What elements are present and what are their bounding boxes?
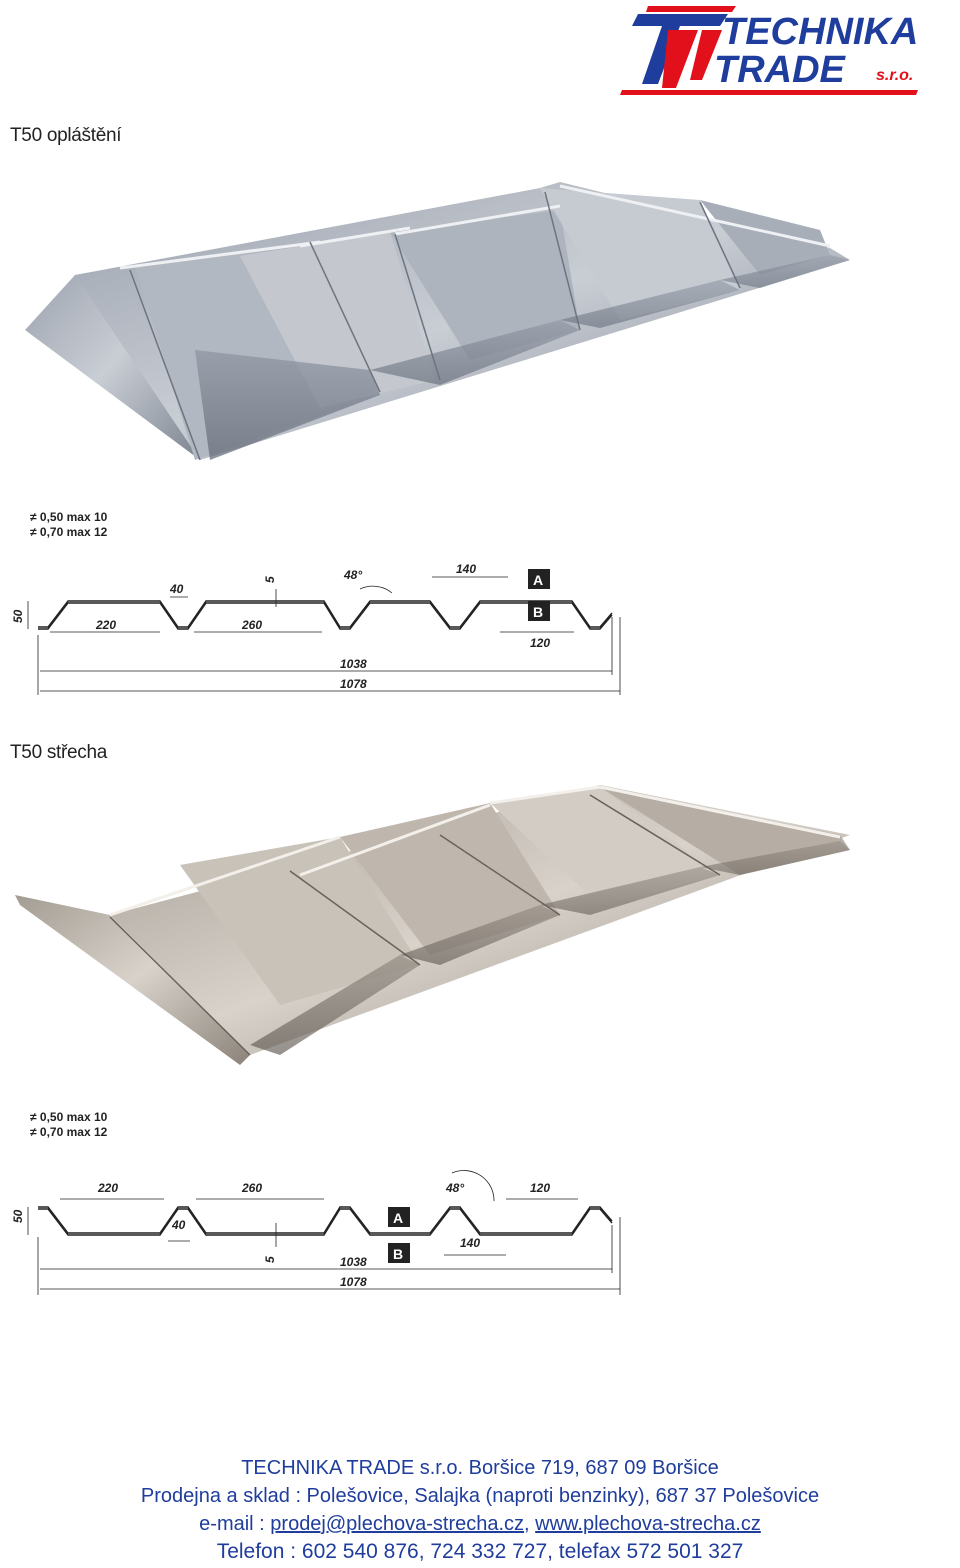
dim-260: 260 [241, 618, 262, 632]
dim-120: 120 [530, 636, 550, 650]
logo-suffix: s.r.o. [876, 67, 913, 84]
legend-line-2: ≠ 0,70 max 12 [30, 525, 108, 539]
footer-contact: e-mail : prodej@plechova-strecha.cz, www… [0, 1513, 960, 1536]
dim-5: 5 [263, 576, 277, 583]
contact-separator: , [524, 1513, 536, 1535]
roof-sheet-image [15, 785, 850, 1065]
dim-220: 220 [97, 1181, 118, 1195]
section-title-roof: T50 střecha [10, 742, 108, 763]
company-logo: TECHNIKA TRADE s.r.o. [620, 6, 918, 95]
footer-phone: Telefon : 602 540 876, 724 332 727, tele… [216, 1540, 744, 1563]
dim-1038: 1038 [340, 1255, 367, 1269]
dim-5: 5 [263, 1256, 277, 1263]
dim-220: 220 [95, 618, 116, 632]
label-a: A [393, 1210, 403, 1226]
label-b: B [533, 604, 543, 620]
roof-profile-diagram: ≠ 0,50 max 10 ≠ 0,70 max 12 50 220 40 26… [11, 1110, 621, 1295]
dim-1078: 1078 [340, 1275, 367, 1289]
logo-line2: TRADE [714, 49, 847, 91]
cladding-sheet-image [25, 182, 850, 461]
dim-40: 40 [171, 1218, 186, 1232]
label-a: A [533, 572, 543, 588]
dim-260: 260 [241, 1181, 262, 1195]
dim-140: 140 [460, 1236, 480, 1250]
label-b: B [393, 1246, 403, 1262]
dim-height: 50 [11, 609, 25, 623]
legend-line-1: ≠ 0,50 max 10 [30, 1110, 108, 1124]
dim-angle: 48° [343, 568, 362, 582]
dim-40: 40 [169, 582, 184, 596]
dim-1078: 1078 [340, 677, 367, 691]
email-label: e-mail : [199, 1513, 271, 1535]
dim-1038: 1038 [340, 657, 367, 671]
dim-angle: 48° [445, 1181, 464, 1195]
legend-line-2: ≠ 0,70 max 12 [30, 1125, 108, 1139]
logo-line1: TECHNIKA [722, 11, 918, 53]
footer-store: Prodejna a sklad : Polešovice, Salajka (… [140, 1485, 820, 1507]
footer-address: TECHNIKA TRADE s.r.o. Boršice 719, 687 0… [241, 1457, 719, 1479]
section-title-cladding: T50 opláštění [10, 125, 122, 146]
dim-120: 120 [530, 1181, 550, 1195]
dim-height: 50 [11, 1209, 25, 1223]
cladding-profile-diagram: ≠ 0,50 max 10 ≠ 0,70 max 12 50 220 40 26… [11, 510, 621, 695]
email-link[interactable]: prodej@plechova-strecha.cz [270, 1513, 525, 1535]
legend-line-1: ≠ 0,50 max 10 [30, 510, 108, 524]
website-link[interactable]: www.plechova-strecha.cz [535, 1513, 761, 1535]
dim-140: 140 [456, 562, 476, 576]
